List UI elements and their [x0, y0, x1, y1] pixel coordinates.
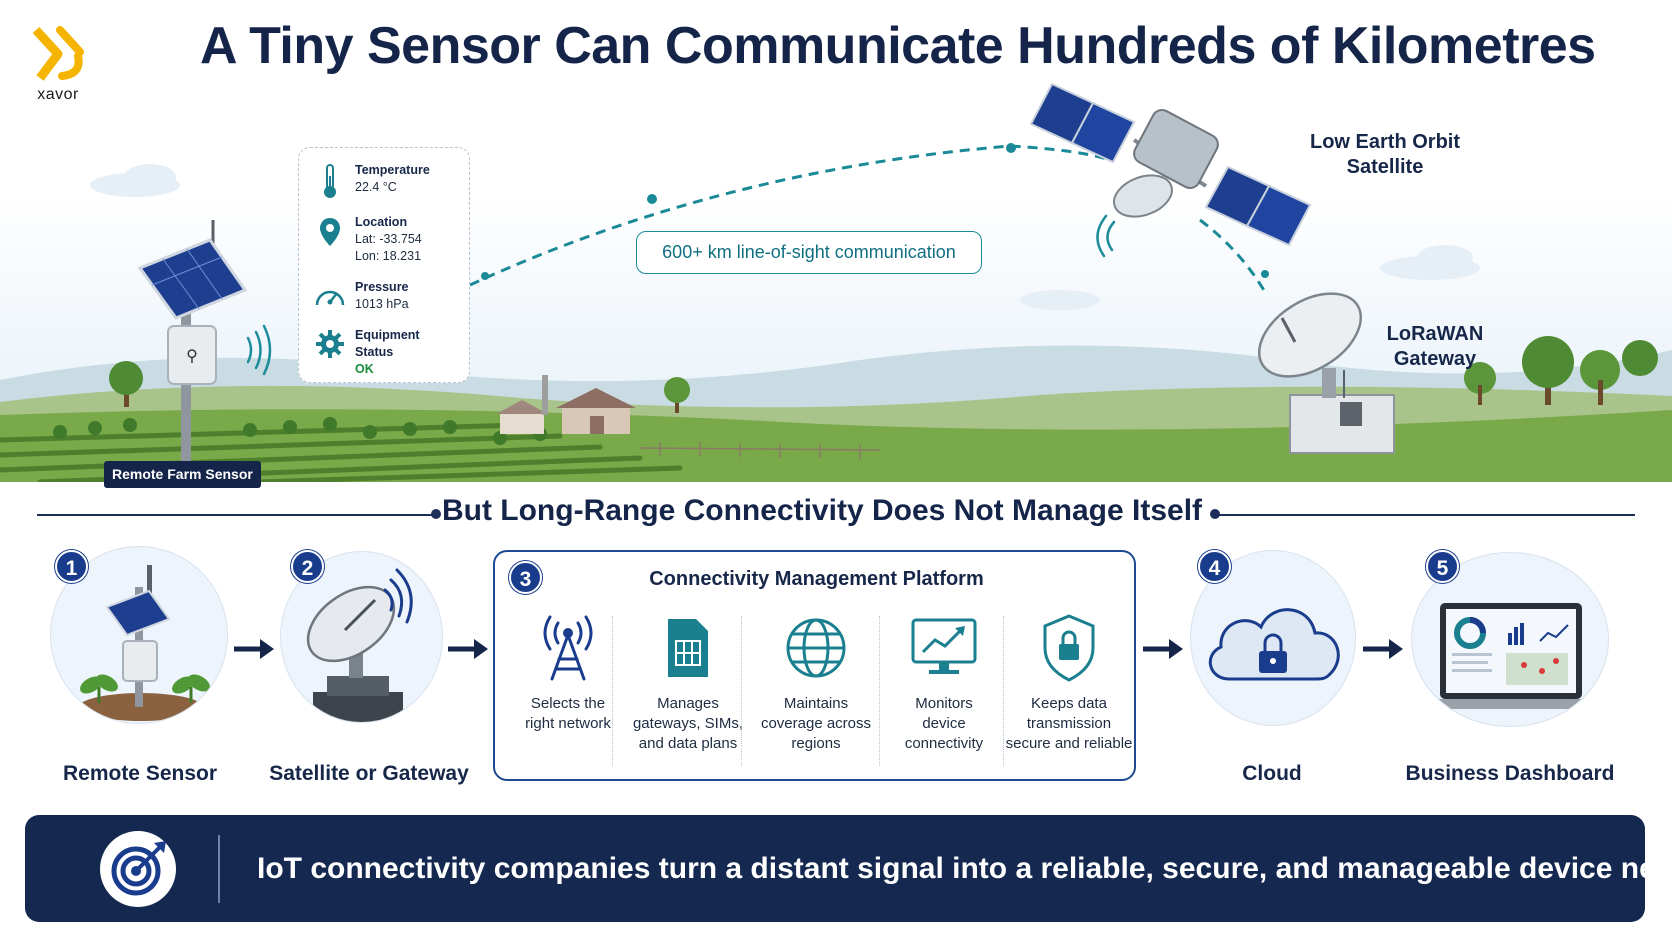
- gateway-label-line2: Gateway: [1393, 348, 1477, 370]
- pf-4-line2: device: [922, 715, 966, 732]
- pf-separator: [879, 616, 880, 766]
- equipment-status-label: Equipment Status: [355, 328, 420, 359]
- step-4-label: Cloud: [1242, 762, 1302, 785]
- pf-1-line2: right network: [525, 715, 611, 732]
- monitor-chart-icon: [882, 610, 1006, 686]
- pf-separator: [741, 616, 742, 766]
- latitude-value: Lat: -33.754: [355, 232, 422, 246]
- brand-logo: xavor: [28, 26, 88, 104]
- link-distance-label: 600+ km line-of-sight communication: [636, 231, 982, 274]
- footer-banner: IoT connectivity companies turn a distan…: [25, 815, 1672, 922]
- satellite-illustration: [1029, 82, 1312, 258]
- pressure-reading: Pressure 1013 hPa: [313, 279, 459, 313]
- step-2-badge: 2: [291, 550, 324, 583]
- brand-name: xavor: [37, 86, 79, 103]
- section-rule-left: [37, 514, 437, 516]
- step-5-label: Business Dashboard: [1405, 762, 1615, 785]
- satellite-label-line2: Satellite: [1346, 156, 1424, 178]
- temperature-reading: Temperature 22.4 °C: [313, 162, 459, 200]
- temperature-label: Temperature: [355, 163, 430, 177]
- platform-function-network: Selects the right network: [506, 610, 630, 770]
- pf-5-line2: transmission: [1026, 715, 1112, 732]
- step-4-badge: 4: [1198, 550, 1231, 583]
- pf-separator: [1003, 616, 1004, 766]
- remote-sensor-icon: [79, 565, 210, 721]
- svg-text:⚲: ⚲: [186, 346, 198, 365]
- page-title: A Tiny Sensor Can Communicate Hundreds o…: [200, 17, 1596, 75]
- step-1-badge: 1: [55, 550, 88, 583]
- platform-title: Connectivity Management Platform: [649, 568, 984, 590]
- antenna-tower-icon: [506, 610, 630, 686]
- pf-4-line1: Monitors: [915, 695, 973, 712]
- footer-message: IoT connectivity companies turn a distan…: [257, 852, 1672, 885]
- location-pin-icon: [313, 214, 347, 248]
- section-rule-right: [1215, 514, 1635, 516]
- farm-sensor-tag: Remote Farm Sensor: [104, 461, 261, 488]
- location-label: Location: [355, 215, 408, 229]
- sim-card-icon: [626, 610, 750, 686]
- pf-3-line2: coverage across: [760, 715, 872, 732]
- satellite-dish-icon: [306, 568, 413, 722]
- farm-sensor-illustration: ⚲: [137, 220, 272, 468]
- pf-5-line3: secure and reliable: [1005, 735, 1133, 752]
- platform-function-security: Keeps data transmission secure and reliabl…: [1003, 610, 1135, 770]
- satellite-label-line1: Low Earth Orbit: [1310, 131, 1460, 153]
- pf-3-line3: regions: [791, 735, 841, 752]
- platform-function-gateways: Manages gateways, SIMs, and data plans: [626, 610, 750, 770]
- arrow-2-icon: [448, 639, 488, 659]
- step-satellite-gateway: [280, 551, 443, 723]
- target-icon: [100, 831, 176, 907]
- pf-2-line2: gateways, SIMs,: [632, 715, 744, 732]
- banner-divider: [218, 835, 220, 903]
- arrow-3-icon: [1143, 639, 1183, 659]
- gateway-dish-illustration: [1257, 292, 1395, 454]
- connectivity-platform-box: Connectivity Management Platform Selects…: [493, 550, 1136, 781]
- pf-2-line1: Manages: [657, 695, 719, 712]
- longitude-value: Lon: 18.231: [355, 249, 422, 263]
- section-title: But Long-Range Connectivity Does Not Man…: [441, 494, 1203, 527]
- cloud-lock-icon: [1208, 608, 1340, 681]
- temperature-value: 22.4 °C: [355, 180, 397, 194]
- laptop-dashboard-icon: [1426, 603, 1596, 709]
- pf-separator: [612, 616, 613, 766]
- section-dot-left: [431, 509, 441, 519]
- pressure-label: Pressure: [355, 280, 409, 294]
- pf-4-line3: connectivity: [904, 735, 984, 752]
- step-3-badge: 3: [509, 561, 542, 594]
- arrow-1-icon: [234, 639, 274, 659]
- arrow-4-icon: [1363, 639, 1403, 659]
- platform-function-coverage: Maintains coverage across regions: [754, 610, 878, 770]
- equipment-status-value: OK: [355, 362, 374, 376]
- pf-1-line1: Selects the: [530, 695, 606, 712]
- gauge-icon: [313, 279, 347, 311]
- step-5-badge: 5: [1426, 550, 1459, 583]
- pf-2-line3: and data plans: [638, 735, 738, 752]
- globe-icon: [754, 610, 878, 686]
- pf-3-line1: Maintains: [783, 695, 849, 712]
- shield-lock-icon: [1003, 610, 1135, 686]
- hero-scene: ⚲: [0, 0, 1672, 482]
- step-2-label: Satellite or Gateway: [269, 762, 469, 785]
- pf-5-line1: Keeps data: [1031, 695, 1107, 712]
- step-cloud: [1190, 550, 1356, 726]
- xavor-logo-icon: [32, 26, 84, 81]
- satellite-label: Low Earth Orbit Satellite: [1290, 130, 1480, 180]
- gateway-label-line1: LoRaWAN: [1386, 323, 1484, 345]
- platform-function-monitoring: Monitors device connectivity: [882, 610, 1006, 770]
- gear-icon: [313, 327, 347, 359]
- thermometer-icon: [313, 162, 347, 200]
- step-1-label: Remote Sensor: [62, 762, 218, 785]
- gateway-label: LoRaWAN Gateway: [1360, 322, 1510, 372]
- pressure-value: 1013 hPa: [355, 297, 409, 311]
